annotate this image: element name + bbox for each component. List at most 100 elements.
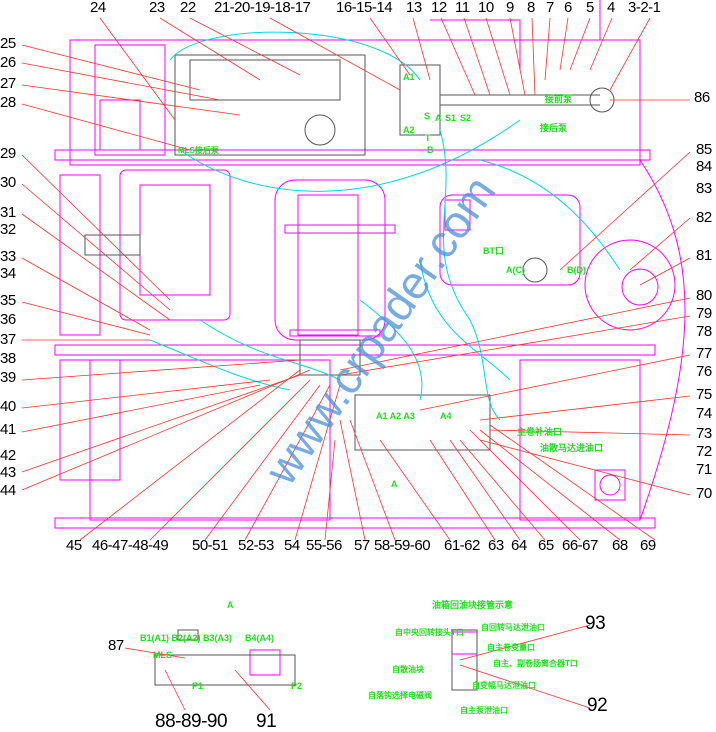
callout: 50-51 [192, 537, 228, 554]
callout: 92 [587, 695, 608, 716]
port-label: 油散马达进油口 [540, 443, 604, 453]
port-label: T [425, 133, 431, 143]
callout: 21-20-19-18-17 [214, 0, 311, 16]
detail-a-p1: P1 [192, 681, 204, 691]
return-block-title: 油箱回油块接管示意 [432, 600, 514, 610]
port-label: A(C) [506, 265, 525, 275]
port-label: A1 A2 A3 [376, 411, 415, 421]
detail-a-title: A [227, 600, 234, 610]
port-label: S [424, 111, 431, 121]
callout: 27 [0, 75, 16, 92]
callout: 71 [696, 461, 712, 478]
callout: 78 [696, 323, 712, 340]
callout: 35 [0, 292, 16, 309]
callout: 85 [696, 141, 712, 158]
callout: 31 [0, 204, 16, 221]
winch-outline [119, 169, 231, 321]
callout: 86 [694, 89, 710, 106]
callout: 66-67 [562, 537, 598, 554]
callout: 65 [538, 537, 554, 554]
callout: 12 [431, 0, 447, 16]
callout: 87 [108, 637, 124, 654]
callout: 22 [180, 0, 196, 16]
callout: 32 [0, 221, 16, 238]
callout: 58-59-60 [374, 537, 431, 554]
callout: 25 [0, 35, 16, 52]
callout: 26 [0, 54, 16, 71]
callout: 57 [354, 537, 370, 554]
callout: 30 [0, 174, 16, 191]
port-label: S2 [460, 113, 472, 123]
upper-frame [69, 39, 641, 166]
callout: 38 [0, 350, 16, 367]
return-label: 自散油块 [392, 665, 424, 674]
callout: 29 [0, 145, 16, 162]
return-block [451, 629, 478, 691]
detail-a-pink [249, 649, 281, 676]
callout: 11 [455, 0, 470, 16]
leader-lines [21, 17, 691, 711]
callout: 9 [506, 0, 514, 16]
port-label: 主卷补油口 [517, 427, 563, 437]
callout: 8 [527, 0, 535, 16]
callout: 10 [478, 0, 494, 16]
detail-valve [154, 654, 296, 686]
callout: 24 [90, 0, 106, 16]
return-label: 自中央回转接头T口 [395, 628, 464, 637]
detail-a-p2: P2 [291, 681, 303, 691]
port-label: A1 [403, 72, 415, 82]
callout: 45 [66, 537, 82, 554]
callout: 5 [586, 0, 594, 16]
callout: 7 [546, 0, 554, 16]
port-label: 接前泵 [545, 94, 573, 104]
callout: 37 [0, 331, 16, 348]
return-label: 自回转马达泄油口 [481, 623, 545, 632]
callout: 4 [607, 0, 615, 16]
port-label: A [435, 113, 442, 123]
callout: 91 [256, 711, 277, 732]
callout: 84 [696, 158, 712, 175]
callout: 93 [585, 613, 606, 634]
detail-a-ports: B1(A1) B2(A2) B3(A3) [140, 633, 233, 643]
pump [399, 64, 441, 136]
callout: 54 [284, 537, 300, 554]
callout: 70 [696, 485, 712, 502]
callout: 68 [612, 537, 628, 554]
callout: 74 [696, 405, 712, 422]
callout: 80 [696, 287, 712, 304]
callout: 75 [696, 386, 712, 403]
callout: 52-53 [238, 537, 274, 554]
callout: 43 [0, 464, 16, 481]
callout: 82 [696, 209, 712, 226]
callout: 64 [511, 537, 527, 554]
callout: 72 [696, 443, 712, 460]
callout: 28 [0, 94, 16, 111]
engine [174, 54, 366, 156]
port-label: A2 [403, 125, 415, 135]
multi-valve [354, 394, 491, 451]
callout: 79 [696, 305, 712, 322]
callout: 34 [0, 265, 16, 282]
callout: 13 [406, 0, 422, 16]
callout: 33 [0, 248, 16, 265]
return-label: 自主泵泄油口 [460, 706, 508, 715]
callout: 39 [0, 369, 16, 386]
detail-a-b4: B4(A4) [245, 633, 275, 643]
callout: 46-47-48-49 [92, 537, 169, 554]
callout: 83 [696, 180, 712, 197]
callout: 41 [0, 421, 16, 438]
detail-a-mls: MLS [153, 650, 172, 660]
callout: 36 [0, 311, 16, 328]
callout: 63 [488, 537, 504, 554]
port-label: BT口 [483, 246, 504, 256]
callout: 76 [696, 363, 712, 380]
callout: 61-62 [444, 537, 480, 554]
port-label: MLS接后泵 [178, 146, 219, 155]
port-label: A4 [440, 411, 452, 421]
callout: 42 [0, 447, 16, 464]
callout: 23 [149, 0, 165, 16]
callout: 40 [0, 398, 16, 415]
callout: 77 [696, 345, 712, 362]
